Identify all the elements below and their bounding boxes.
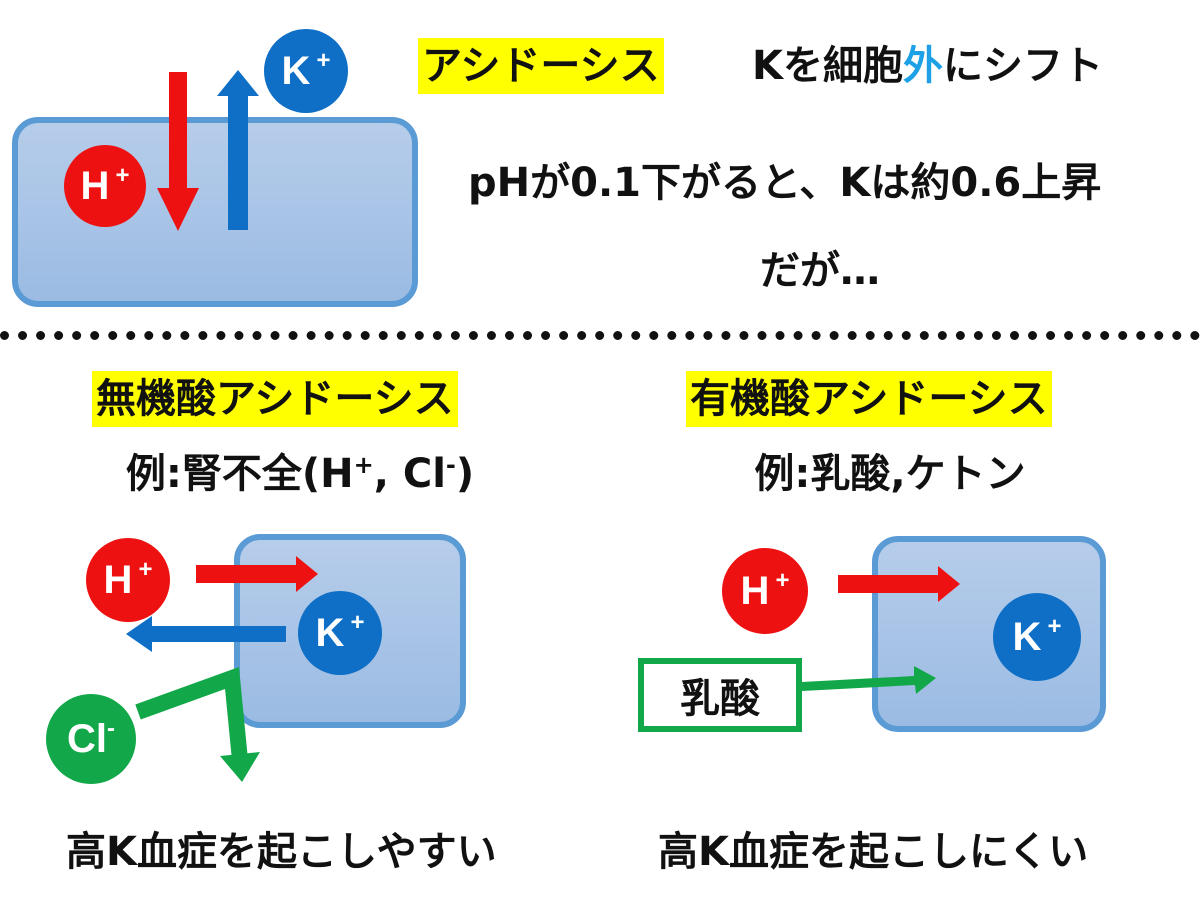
left-cl-ion-label: Cl: [67, 717, 107, 761]
top-shift-post: にシフト: [943, 43, 1103, 89]
left-h-ion-charge: +: [138, 556, 153, 583]
top-h-ion-label: H: [80, 164, 110, 208]
lactic-acid-label: 乳酸: [680, 676, 760, 722]
top-title: アシドーシス: [418, 38, 664, 94]
lactic-acid-box: 乳酸: [638, 658, 802, 732]
top-k-ion-charge: +: [316, 47, 331, 74]
left-h-ion: H+: [86, 538, 170, 622]
left-example-pre: 例:腎不全(H: [125, 451, 354, 497]
left-example-mid: , Cl: [373, 451, 446, 497]
left-title: 無機酸アシドーシス: [92, 371, 458, 427]
right-acid-arrow-right: [802, 666, 936, 694]
right-cell: [872, 536, 1106, 732]
left-k-ion-label: K: [315, 611, 345, 655]
left-example: 例:腎不全(H+, Cl-): [60, 446, 540, 502]
left-h-ion-label: H: [103, 558, 133, 602]
top-k-arrow-up: [217, 70, 259, 230]
top-h-arrow-down: [157, 72, 199, 231]
right-k-ion: K+: [993, 593, 1081, 681]
right-h-arrow-right: [838, 566, 960, 602]
top-h-ion-charge: +: [115, 162, 130, 189]
top-shift-accent: 外: [903, 43, 943, 89]
top-ph-text: pHが0.1下がると、Kは約0.6上昇: [468, 160, 1102, 206]
left-h-arrow-right: [196, 556, 318, 592]
right-k-ion-charge: +: [1047, 613, 1062, 640]
top-but-text: だが…: [760, 248, 880, 294]
top-shift-text: Kを細胞外にシフト: [752, 38, 1103, 94]
right-conclusion: 高K血症を起こしにくい: [658, 829, 1089, 875]
left-k-ion: K+: [298, 591, 382, 675]
left-cl-ion-charge: -: [107, 715, 115, 742]
right-h-ion: H+: [722, 548, 808, 634]
left-example-plus: +: [353, 451, 374, 479]
section-divider: [0, 331, 1200, 340]
top-k-ion: K+: [264, 29, 348, 113]
top-h-ion: H+: [64, 145, 146, 227]
left-conclusion: 高K血症を起こしやすい: [66, 829, 497, 875]
right-h-ion-label: H: [740, 569, 770, 613]
right-h-ion-charge: +: [775, 567, 790, 594]
left-cl-arrow-head: [220, 752, 260, 782]
left-cl-ion: Cl-: [46, 694, 136, 784]
left-example-post: ): [455, 451, 475, 497]
left-k-arrow-left: [126, 616, 286, 652]
left-example-minus: -: [445, 451, 456, 479]
right-k-ion-label: K: [1012, 615, 1042, 659]
right-title: 有機酸アシドーシス: [686, 371, 1052, 427]
right-example: 例:乳酸,ケトン: [754, 451, 1026, 497]
top-k-ion-label: K: [281, 49, 311, 93]
top-shift-pre: Kを細胞: [752, 43, 903, 89]
left-cl-arrow-path: [135, 666, 248, 761]
left-k-ion-charge: +: [350, 609, 365, 636]
